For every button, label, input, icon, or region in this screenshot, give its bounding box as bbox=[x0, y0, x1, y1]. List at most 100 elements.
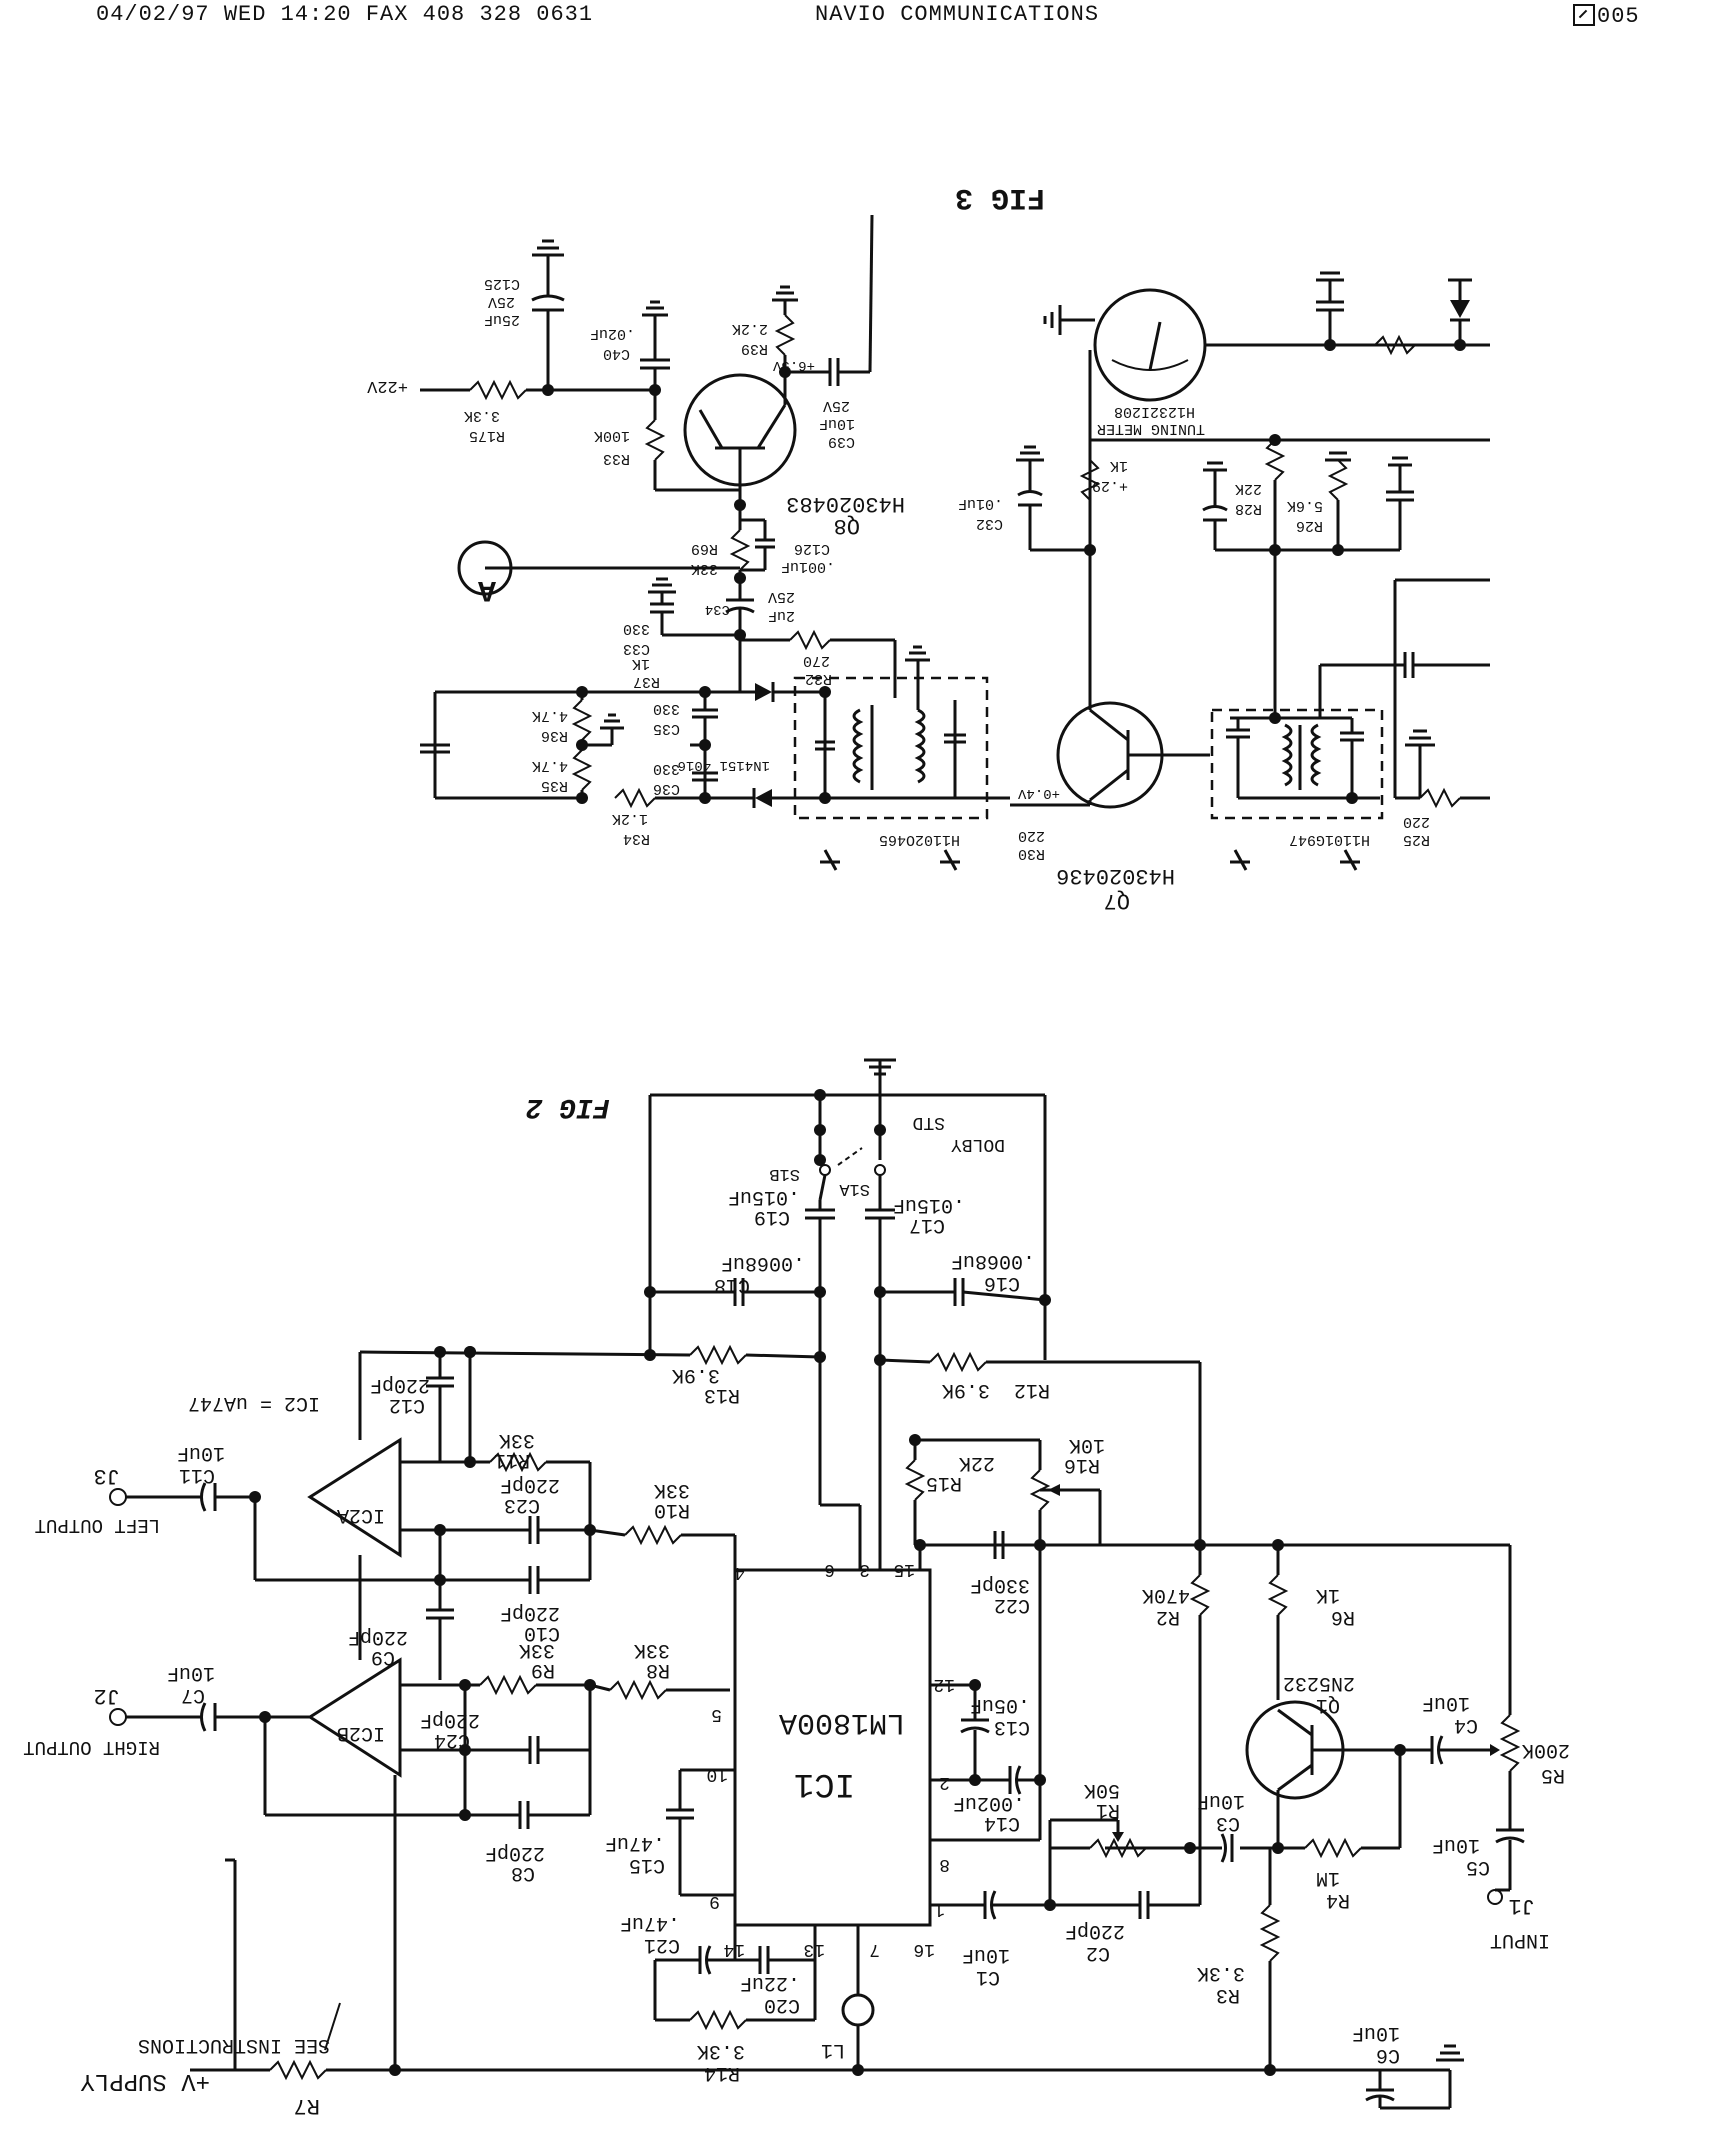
r13-r12-resistors: R13 3.9K R12 3.9K bbox=[359, 1344, 1202, 1548]
r33-value: 100K bbox=[594, 427, 630, 444]
c13-label: C13 bbox=[994, 1715, 1030, 1738]
c125-capacitor: C125 25V 25uF bbox=[484, 239, 565, 390]
j1-label: J1 bbox=[1509, 1893, 1535, 1918]
c11-value: 10uF bbox=[177, 1441, 225, 1464]
q1-label: Q1 bbox=[1316, 1693, 1340, 1716]
ic1-part: LM1800A bbox=[779, 1705, 905, 1739]
pin-6: 6 bbox=[824, 1559, 835, 1579]
pin-5: 5 bbox=[711, 1704, 722, 1724]
r39-resistor: R39 2.2K +6.5V bbox=[732, 285, 815, 405]
r9-label: R9 bbox=[531, 1658, 555, 1681]
r13-value: 3.9K bbox=[672, 1363, 720, 1386]
c32-label: C32 bbox=[976, 515, 1003, 532]
r5-label: R5 bbox=[1541, 1763, 1565, 1786]
fax-page-number-value: 005 bbox=[1597, 4, 1640, 29]
input-label: INPUT bbox=[1490, 1928, 1550, 1951]
c19-label: C19 bbox=[754, 1205, 790, 1228]
c17-value: .015uF bbox=[893, 1193, 965, 1216]
r15-value: 22K bbox=[959, 1451, 995, 1474]
pin-7: 7 bbox=[869, 1939, 880, 1959]
q1-part: 2N5232 bbox=[1283, 1671, 1355, 1694]
r3-label: R3 bbox=[1216, 1983, 1240, 2006]
c14-value: .002uF bbox=[953, 1791, 1025, 1814]
fax-header-sender: NAVIO COMMUNICATIONS bbox=[815, 2, 1100, 27]
c125-value: 25uF bbox=[484, 311, 520, 328]
c32-value: .01uF bbox=[958, 495, 1003, 512]
std-label: STD bbox=[913, 1112, 945, 1132]
c23-value: 220pF bbox=[500, 1473, 560, 1496]
r26-label: R26 bbox=[1296, 517, 1323, 534]
c5-label: C5 bbox=[1466, 1855, 1490, 1878]
c15-value: .47uF bbox=[605, 1831, 665, 1854]
page-box-icon bbox=[1573, 4, 1595, 26]
c35-label: C35 bbox=[653, 720, 680, 737]
c125-label: C125 bbox=[484, 275, 520, 292]
c1-label: C1 bbox=[976, 1965, 1000, 1988]
dolby-label: DOLBY bbox=[951, 1134, 1005, 1154]
r34-value: 1.2K bbox=[612, 810, 648, 827]
c18-value: .0068uF bbox=[721, 1251, 805, 1274]
r7-label: R7 bbox=[294, 2093, 320, 2118]
fax-header-datetime: 04/02/97 WED 14:20 FAX 408 328 0631 bbox=[96, 2, 594, 27]
l1-label: L1 bbox=[821, 2038, 845, 2061]
c22-label: C22 bbox=[994, 1593, 1030, 1616]
r33-resistor: R33 100K bbox=[594, 390, 740, 492]
c9-value: 220pF bbox=[348, 1625, 408, 1648]
pin-15: 15 bbox=[893, 1559, 915, 1579]
c12-label: C12 bbox=[389, 1393, 425, 1416]
c7-label: C7 bbox=[181, 1683, 205, 1706]
c18-label: C18 bbox=[714, 1273, 750, 1296]
c9-label: C9 bbox=[371, 1645, 395, 1668]
ic2b-opamp: IC2B bbox=[307, 1657, 402, 1778]
r11-value: 33K bbox=[499, 1428, 535, 1451]
c126-value: .001uF bbox=[781, 558, 835, 575]
r15-label: R15 bbox=[926, 1471, 962, 1494]
dolby-std-switch[interactable]: DOLBY STD S1A S1B bbox=[769, 1089, 1005, 1201]
r11-label: R11 bbox=[494, 1448, 530, 1471]
r28-value: 22K bbox=[1235, 480, 1262, 497]
ic2a-label: IC2A bbox=[337, 1503, 385, 1526]
pin-4: 4 bbox=[734, 1562, 745, 1582]
c17-label: C17 bbox=[909, 1213, 945, 1236]
meter-label: TUNING METER bbox=[1097, 420, 1205, 437]
c36-label: C36 bbox=[653, 780, 680, 797]
r35-label: R35 bbox=[541, 777, 568, 794]
c34-label: C34 bbox=[705, 601, 730, 617]
ic2b-label: IC2B bbox=[337, 1721, 385, 1744]
fig3-title: FIG 3 bbox=[955, 180, 1045, 214]
c40-label: C40 bbox=[603, 345, 630, 362]
c19-value: .015uF bbox=[728, 1185, 800, 1208]
pin-2: 2 bbox=[939, 1772, 950, 1792]
ic1-pin-labels: 4 6 3 15 5 10 9 12 2 8 1 14 13 7 16 bbox=[706, 1559, 955, 1959]
left-output-jack[interactable]: C11 10uF J3 LEFT OUTPUT bbox=[35, 1441, 261, 1536]
r4-value: 1M bbox=[1316, 1866, 1340, 1889]
ic1-label: IC1 bbox=[794, 1764, 855, 1802]
c33-value: 330 bbox=[623, 620, 650, 637]
v65-label: +6.5V bbox=[772, 357, 815, 373]
input-stage: R2 470K R6 1K Q1 2N5232 C4 10uF bbox=[930, 1539, 1570, 1988]
fig2-top-ground bbox=[648, 1058, 1047, 1360]
j2-label: J2 bbox=[94, 1683, 120, 1708]
c35-value: 330 bbox=[653, 700, 680, 717]
j3-label: J3 bbox=[94, 1463, 120, 1488]
r30-value: 220 bbox=[1018, 827, 1045, 844]
c23-label: C23 bbox=[504, 1493, 540, 1516]
c16-value: .0068uF bbox=[951, 1249, 1035, 1272]
pin-10: 10 bbox=[706, 1764, 728, 1784]
c33-capacitor: C33 330 bbox=[623, 577, 740, 657]
fig2-title: FIG 2 bbox=[526, 1091, 610, 1122]
c21-label: C21 bbox=[644, 1933, 680, 1956]
c19-c17-capacitors: C19 .015uF C17 .015uF bbox=[728, 1185, 965, 1505]
r8-value: 33K bbox=[634, 1638, 670, 1661]
r9-value: 33K bbox=[519, 1638, 555, 1661]
tuning-meter-network: C32 .01uF 1K +.29 TUNING METER H1232I208 bbox=[958, 271, 1490, 556]
pin-9: 9 bbox=[709, 1891, 720, 1911]
c8-label: C8 bbox=[511, 1861, 535, 1884]
r39-value: 2.2K bbox=[732, 320, 768, 337]
r39-label: R39 bbox=[741, 340, 768, 357]
supply-rail: R7 +V SUPPLY SEE INSTRUCTIONS R3 3.3K C6… bbox=[80, 1352, 1464, 2118]
ic1-lower-network: C15 .47uF C21 .47uF C20 .22uF R14 3.3K bbox=[605, 1768, 875, 2084]
r1-value: 50K bbox=[1084, 1778, 1120, 1801]
supply-label: +V SUPPLY bbox=[80, 2067, 210, 2094]
right-output-jack[interactable]: C7 10uF J2 RIGHT OUTPUT bbox=[23, 1661, 310, 1758]
